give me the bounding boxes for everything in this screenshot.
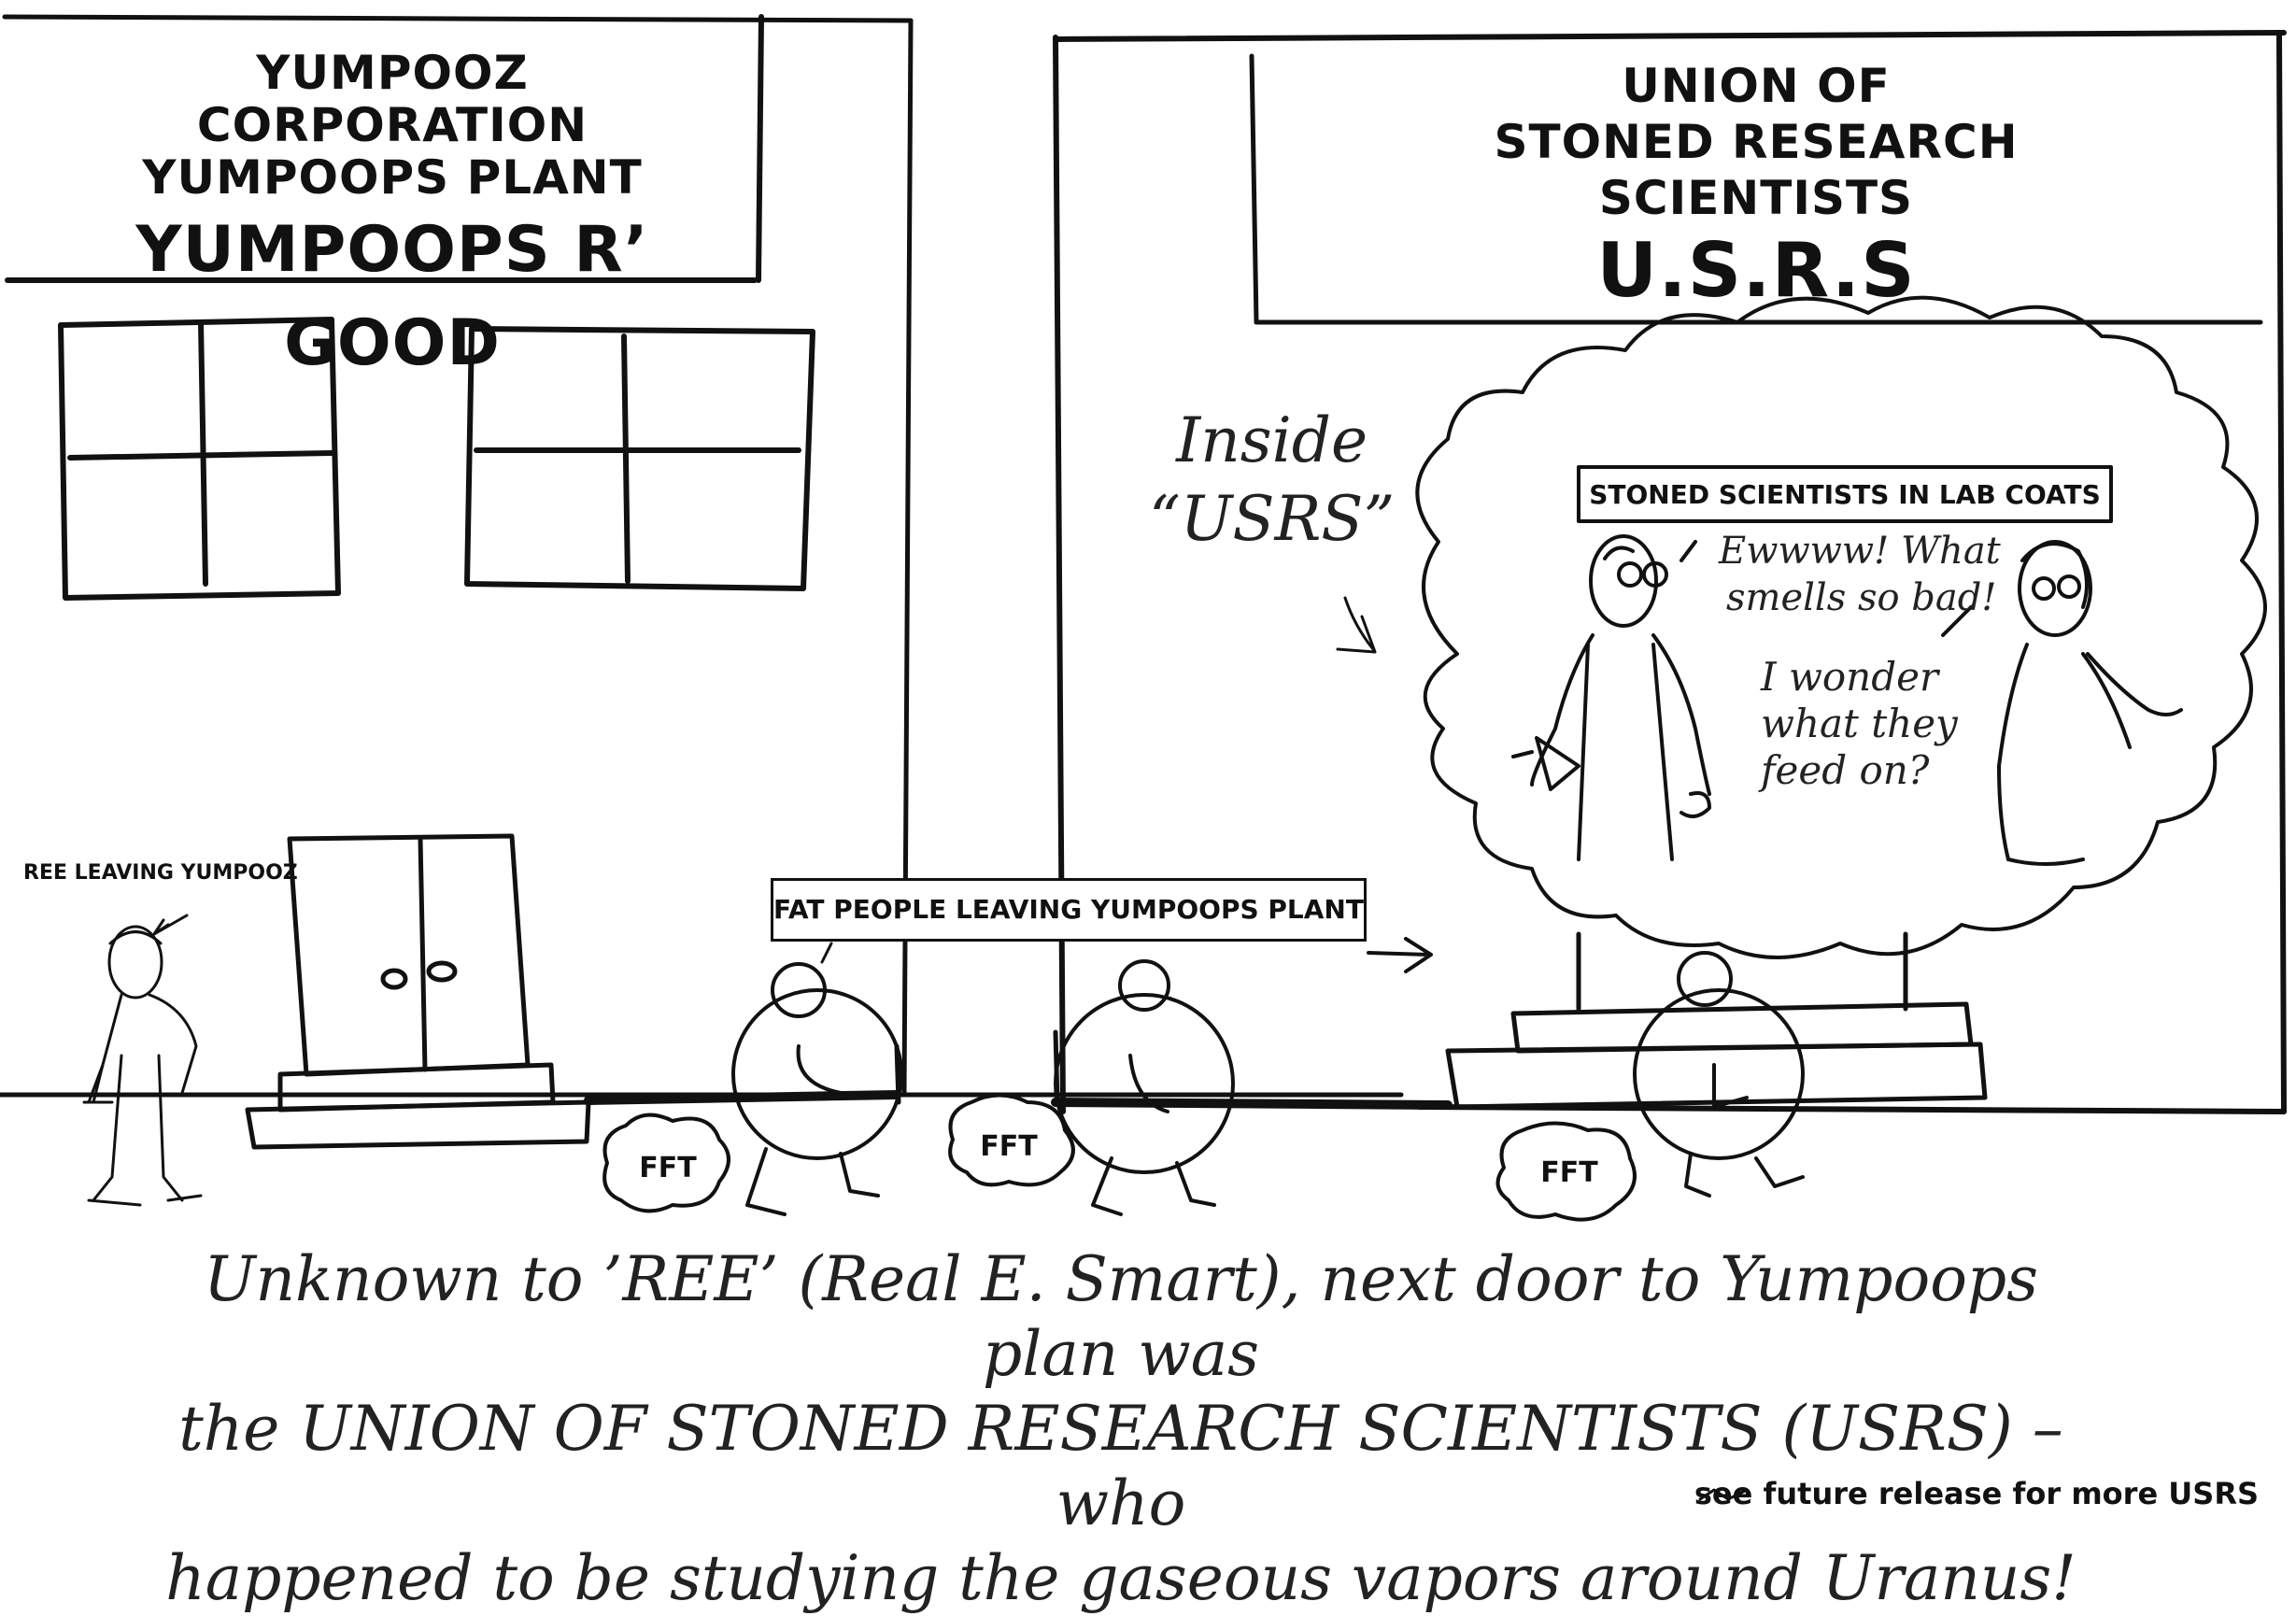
right-sign-acronym: U.S.R.S	[1596, 227, 1916, 314]
right-sign: UNION OF STONED RESEARCH SCIENTISTS U.S.…	[1345, 58, 2167, 316]
usrs-steps	[1445, 931, 1988, 1110]
left-sign-frame	[5, 14, 764, 283]
fat-person-3	[1633, 951, 1805, 1198]
ree-label: REE LEAVING YUMPOOZ	[23, 861, 298, 885]
scientist-right	[1941, 540, 2183, 866]
scientist-left	[1511, 534, 1711, 861]
ree-figure	[82, 925, 203, 1207]
cloud-title: STONED SCIENTISTS IN LAB COATS	[1589, 479, 2101, 510]
speech1-line2: smells so bad!	[1726, 576, 1997, 619]
fat-people-arrow	[1367, 937, 1433, 973]
speech2-line1: I wonder	[1761, 654, 1939, 700]
fat-person-2	[1054, 959, 1235, 1216]
comic-panel-drawing	[0, 14, 2287, 1501]
fft-text-2: FFT	[980, 1130, 1038, 1163]
caption-line3: happened to be studying the gaseous vapo…	[165, 1542, 2076, 1614]
speech2-line2: what they	[1761, 701, 1958, 746]
left-sign-line2: YUMPOOPS PLANT	[142, 150, 643, 205]
speech2-line3: feed on?	[1761, 747, 1930, 793]
inside-usrs-label: Inside “USRS”	[1149, 402, 1395, 559]
right-sign-frame	[1249, 53, 2263, 325]
left-sign: YUMPOOZ CORPORATION YUMPOOPS PLANT YUMPO…	[56, 47, 729, 390]
footnote: see future release for more USRS	[1694, 1476, 2259, 1511]
fft-cloud-1	[602, 1113, 730, 1213]
plant-door	[245, 833, 591, 1150]
ree-arrow	[152, 914, 189, 936]
right-sign-line2: STONED RESEARCH SCIENTISTS	[1494, 115, 2019, 225]
caption-line2: the UNION OF STONED RESEARCH SCIENTISTS …	[178, 1393, 2063, 1539]
inside-label-line2: “USRS”	[1149, 483, 1396, 555]
plant-window-right	[464, 326, 815, 591]
scientist-speech-1: Ewwww! What smells so bad!	[1719, 528, 2001, 621]
left-sign-line1: YUMPOOZ CORPORATION	[196, 46, 588, 152]
plant-window-left	[58, 317, 341, 601]
thought-cloud	[1415, 295, 2267, 959]
fat-people-label: FAT PEOPLE LEAVING YUMPOOPS PLANT	[771, 878, 1367, 942]
fft-cloud-2	[948, 1093, 1075, 1187]
right-sign-line1: UNION OF	[1622, 59, 1891, 113]
sidewalk-bar	[584, 1090, 901, 1105]
story-caption: Unknown to ’REE’ (Real E. Smart), next d…	[140, 1242, 2102, 1616]
footnote-arrow	[1698, 1488, 1749, 1501]
caption-line1: Unknown to ’REE’ (Real E. Smart), next d…	[203, 1243, 2039, 1390]
left-sign-slogan: YUMPOOPS R’ GOOD	[135, 213, 649, 380]
scientist-speech-2: I wonder what they feed on?	[1761, 654, 1958, 794]
inside-label-line1: Inside	[1176, 404, 1368, 476]
fft-cloud-3	[1495, 1121, 1637, 1222]
fft-text-3: FFT	[1540, 1156, 1598, 1189]
inside-arrow	[1343, 596, 1375, 651]
fft-text-1: FFT	[639, 1152, 697, 1184]
fat-person-1	[731, 962, 903, 1216]
cloud-title-box	[1577, 465, 2113, 523]
speech1-line1: Ewwww! What	[1719, 530, 2001, 573]
